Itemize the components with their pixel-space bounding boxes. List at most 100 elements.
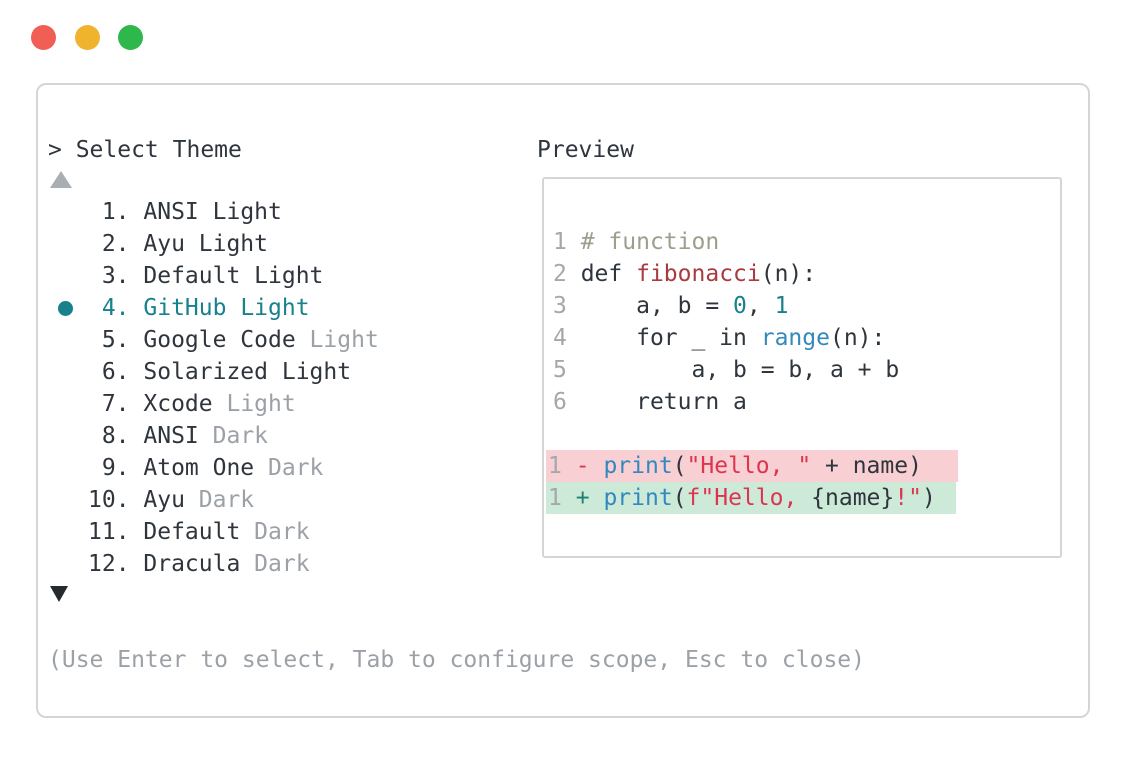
scroll-down-arrow-icon[interactable]: [50, 586, 68, 602]
code-token: 1: [553, 229, 567, 255]
theme-name: Xcode: [129, 391, 213, 417]
scroll-up-arrow-icon[interactable]: [50, 171, 72, 188]
code-line: 1 # function: [544, 226, 1060, 258]
theme-variant: Light: [184, 231, 269, 257]
code-token: (n):: [760, 261, 817, 287]
diff-added-highlight: 1 + print(f"Hello, {name}!"): [546, 482, 956, 514]
theme-list-item[interactable]: 7. Xcode Light: [38, 388, 558, 420]
theme-list-item[interactable]: 8. ANSI Dark: [38, 420, 558, 452]
theme-list-item[interactable]: 6. Solarized Light: [38, 356, 558, 388]
code-token: (n):: [829, 325, 886, 351]
theme-variant: Light: [198, 199, 282, 225]
code-token: [562, 453, 576, 479]
code-token: 1: [548, 453, 562, 479]
theme-list-item[interactable]: 11. Default Dark: [38, 516, 558, 548]
code-token: print: [603, 453, 673, 479]
theme-name: Atom One: [129, 455, 255, 481]
code-token: {name}: [811, 485, 895, 511]
theme-number: 3.: [101, 263, 130, 289]
code-token: -: [575, 453, 590, 479]
code-token: ): [921, 485, 936, 511]
code-line: 6 return a: [544, 386, 1060, 418]
code-line: [544, 418, 1060, 450]
theme-name: GitHub: [129, 295, 227, 321]
theme-name: Default: [129, 519, 241, 545]
maximize-button[interactable]: [118, 25, 143, 50]
code-token: [562, 485, 576, 511]
code-token: "Hello, ": [686, 453, 812, 479]
theme-list-item[interactable]: 1. ANSI Light: [38, 196, 558, 228]
code-token: 4: [553, 325, 567, 351]
code-token: 0: [733, 293, 747, 319]
theme-name: ANSI: [129, 423, 199, 449]
theme-list-item[interactable]: 5. Google Code Light: [38, 324, 558, 356]
code-token: (: [672, 485, 687, 511]
minimize-button[interactable]: [75, 25, 100, 50]
theme-list-item[interactable]: 12. Dracula Dark: [38, 548, 558, 580]
theme-list-item[interactable]: 10. Ayu Dark: [38, 484, 558, 516]
selected-item-bullet: [58, 301, 73, 316]
code-token: [567, 229, 581, 255]
theme-list-item[interactable]: 9. Atom One Dark: [38, 452, 558, 484]
theme-number: 4.: [101, 295, 130, 321]
code-token: # function: [580, 229, 720, 255]
preview-title: Preview: [537, 137, 634, 163]
code-token: a, b =: [566, 293, 734, 319]
keyboard-hint: (Use Enter to select, Tab to configure s…: [48, 647, 865, 673]
code-token: (: [672, 453, 687, 479]
theme-number: 9.: [101, 455, 130, 481]
code-line: 2 def fibonacci(n):: [544, 258, 1060, 290]
code-token: [590, 485, 604, 511]
select-theme-prompt: > Select Theme: [48, 137, 242, 163]
code-token: 6: [553, 389, 567, 415]
theme-name: ANSI: [129, 199, 199, 225]
theme-variant: Light: [268, 359, 352, 385]
theme-variant: Dark: [240, 551, 310, 577]
theme-number: 7.: [101, 391, 130, 417]
diff-removed-highlight: 1 - print("Hello, " + name): [546, 450, 958, 482]
theme-variant: Dark: [198, 423, 269, 449]
code-line-diff-removed: 1 - print("Hello, " + name): [544, 450, 1060, 482]
theme-list-item[interactable]: 4. GitHub Light: [38, 292, 558, 324]
theme-number: 8.: [101, 423, 130, 449]
theme-number: 10.: [88, 487, 130, 513]
theme-variant: Light: [212, 391, 296, 417]
code-token: 1: [548, 485, 562, 511]
code-token: 2: [553, 261, 567, 287]
code-token: f"Hello,: [686, 485, 812, 511]
theme-variant: Light: [226, 295, 310, 321]
theme-number: 5.: [101, 327, 130, 353]
code-token: ,: [746, 293, 775, 319]
code-token: +: [575, 485, 590, 511]
code-line: 4 for _ in range(n):: [544, 322, 1060, 354]
theme-variant: Dark: [254, 455, 324, 481]
code-token: 3: [553, 293, 567, 319]
code-token: !": [894, 485, 922, 511]
code-token: 1: [774, 293, 789, 319]
theme-name: Dracula: [129, 551, 241, 577]
code-token: print: [603, 485, 673, 511]
theme-variant: Dark: [184, 487, 255, 513]
theme-name: Solarized: [129, 359, 269, 385]
code-token: [590, 453, 604, 479]
theme-name: Google Code: [129, 327, 296, 353]
theme-number: 6.: [101, 359, 130, 385]
theme-number: 1.: [101, 199, 130, 225]
theme-number: 12.: [88, 551, 130, 577]
close-button[interactable]: [31, 25, 56, 50]
code-line: 5 a, b = b, a + b: [544, 354, 1060, 386]
theme-name: Ayu: [129, 231, 185, 257]
code-token: fibonacci: [636, 261, 761, 287]
code-token: + name): [811, 453, 922, 479]
theme-list-item[interactable]: 3. Default Light: [38, 260, 558, 292]
code-line: 3 a, b = 0, 1: [544, 290, 1060, 322]
code-token: return a: [566, 389, 747, 415]
theme-number: 2.: [101, 231, 130, 257]
code-token: for _ in: [566, 325, 761, 351]
theme-number: 11.: [88, 519, 130, 545]
theme-list-item[interactable]: 2. Ayu Light: [38, 228, 558, 260]
code-token: range: [760, 325, 830, 351]
